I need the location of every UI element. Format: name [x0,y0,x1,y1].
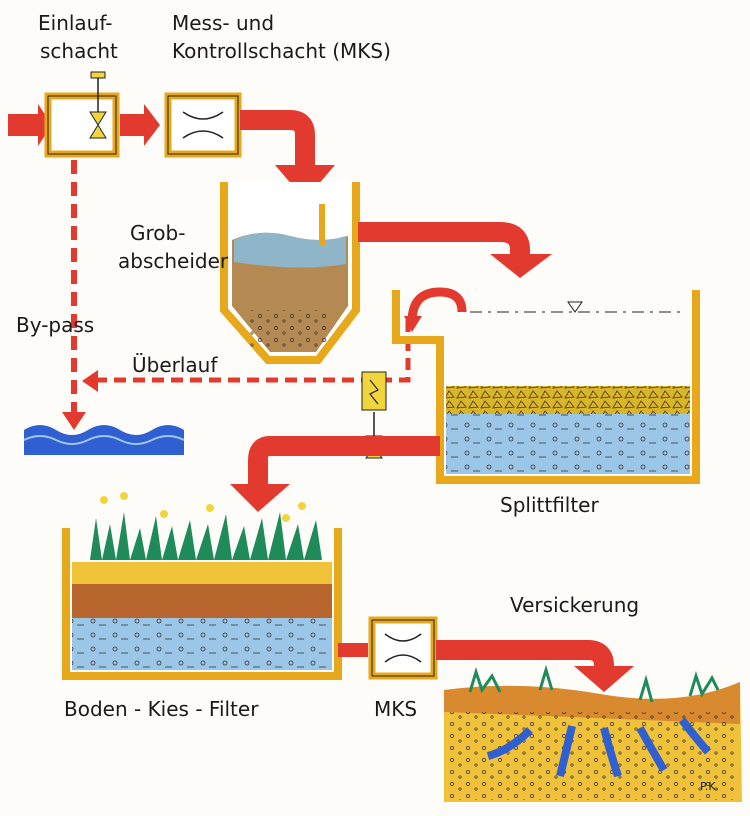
label-grob-line1: Grob- [130,221,185,245]
splittfilter-tank [392,290,700,484]
einlaufschacht [44,71,120,158]
reeds-plants [90,492,322,560]
label-versickerung: Versickerung [510,593,639,617]
arrow-mks-to-versickerung [436,640,634,692]
label-einlauf-line2: schacht [40,39,118,63]
label-grob-line2: abscheider [118,249,229,273]
arrow-einlauf-to-mks [120,104,160,146]
arrow-splitt-to-bodenkies [230,436,440,512]
mks-bottom-box [368,616,438,680]
mks-top-box [164,92,242,158]
receiving-water [23,425,185,455]
label-mks-bottom: MKS [374,697,417,721]
valve-icon [89,71,107,139]
flow-meter-icon [182,111,224,139]
infiltration-arrows [486,717,712,778]
arrow-grob-to-splitt [358,222,552,278]
label-mks-top-line2: Kontrollschacht (MKS) [172,39,391,63]
splitt-inlet-return-arrow [404,287,467,332]
flow-meter-icon-bottom [384,633,422,663]
label-ueberlauf: Überlauf [132,353,218,377]
label-signature: P.K. [700,780,719,793]
label-einlauf-line1: Einlauf- [38,11,113,35]
ueberlauf-valve-icon [361,371,387,411]
grobabscheider-tank [220,182,360,364]
label-splittfilter: Splittfilter [500,493,599,517]
label-mks-top-line1: Mess- und [172,11,274,35]
label-bypass: By-pass [16,313,94,337]
label-boden-kies-filter: Boden - Kies - Filter [64,697,259,721]
infiltration-ground [444,664,742,802]
ueberlauf-arrowhead [82,370,98,392]
boden-kies-filter-tank [62,528,342,680]
bypass-arrowhead [62,412,86,430]
